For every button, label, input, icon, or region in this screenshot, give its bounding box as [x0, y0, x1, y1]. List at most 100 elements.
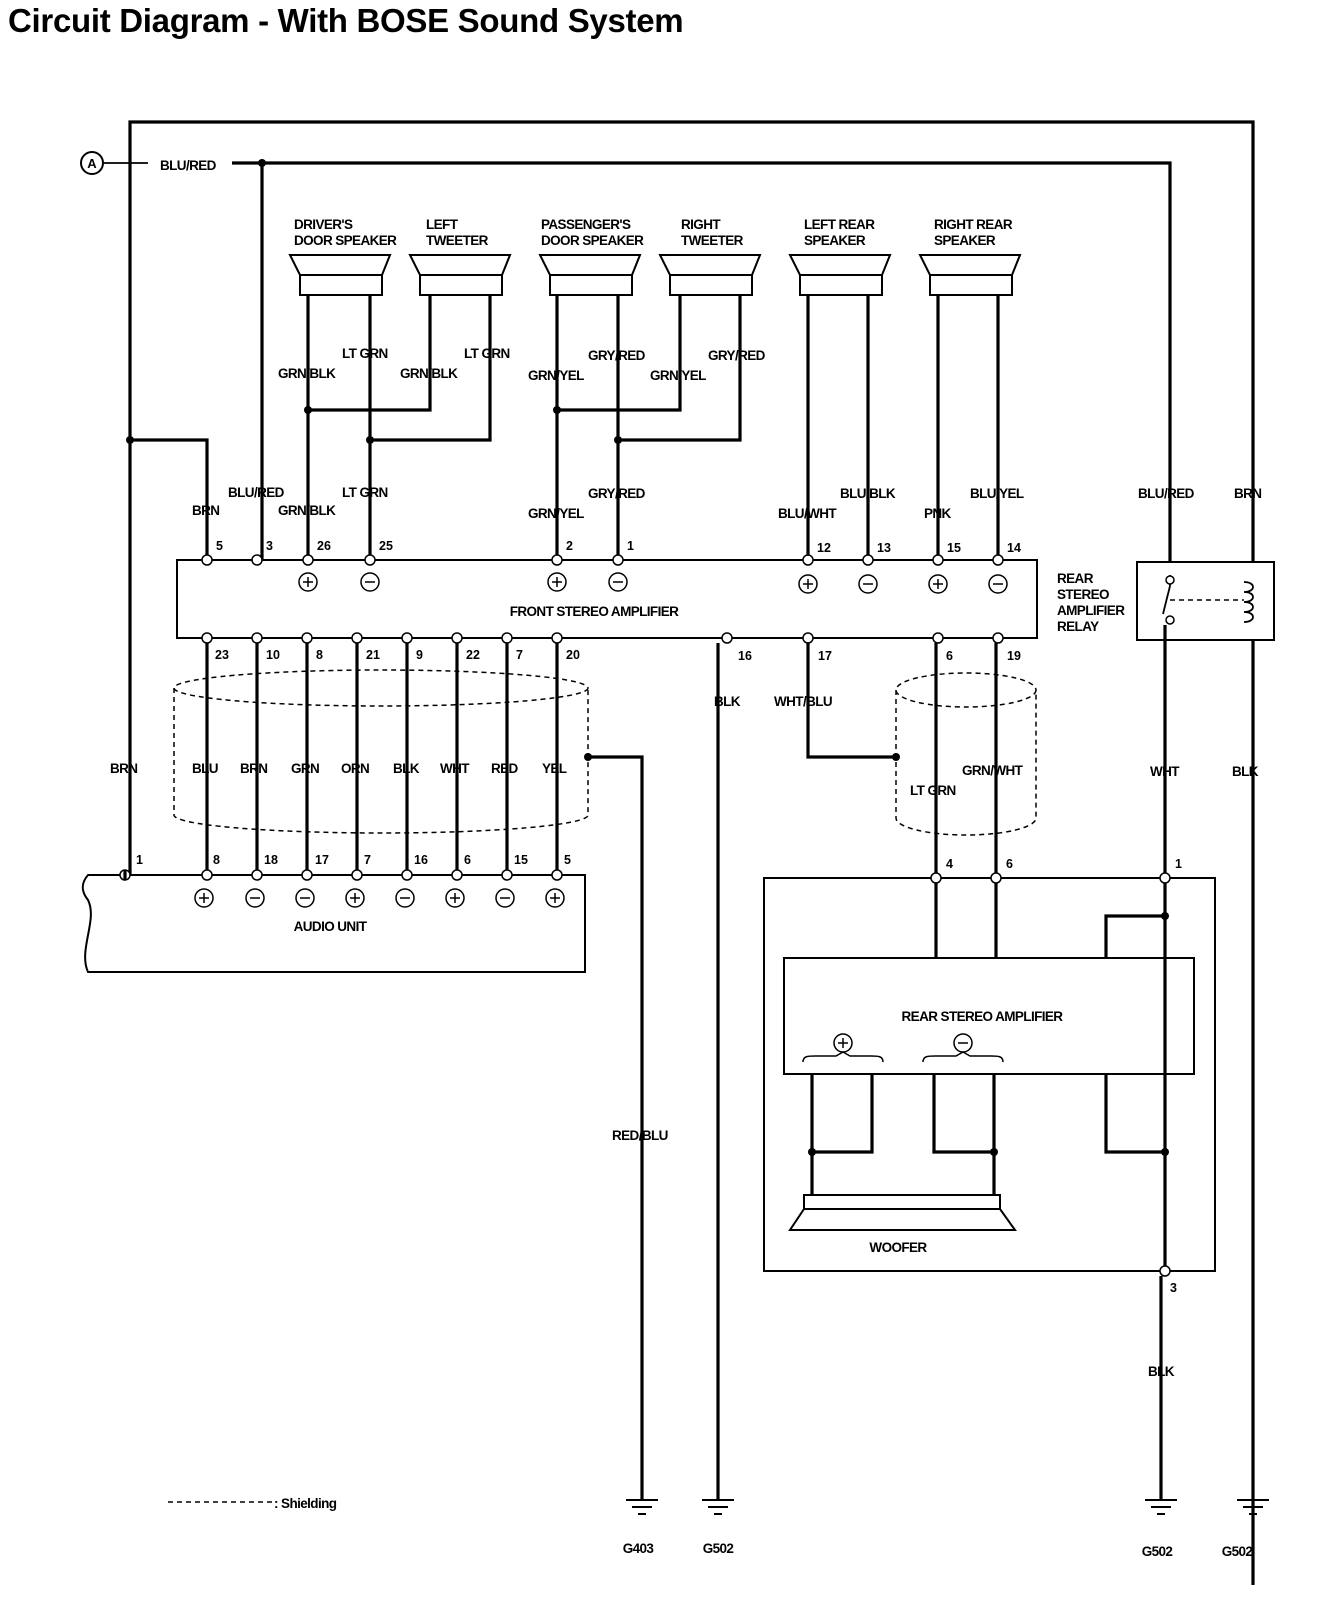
audio-unit-polarity-symbols [194, 888, 565, 908]
pin-fa-13: 13 [877, 541, 891, 555]
wire-blu-red-bus [104, 159, 1172, 575]
pin-au-5: 5 [564, 853, 571, 867]
shielding-audio-bundle [173, 669, 644, 1500]
ground-label-g502-c: G502 [1222, 1544, 1253, 1559]
label-right-rear-2: SPEAKER [934, 233, 996, 248]
pin-fa-17: 17 [818, 649, 832, 663]
front-stereo-amplifier [176, 559, 1038, 639]
pin-fa-20: 20 [566, 648, 580, 662]
woofer [788, 1194, 1017, 1231]
label-right-rear-1: RIGHT REAR [934, 217, 1013, 232]
pin-ra-3: 3 [1170, 1281, 1177, 1295]
wire-label-amp-blu-red: BLU/RED [228, 485, 285, 500]
pin-fa-23: 23 [215, 648, 229, 662]
pin-au-1: 1 [136, 853, 143, 867]
pin-fa-2: 2 [566, 539, 573, 553]
label-right-tweeter-1: RIGHT [681, 217, 721, 232]
pin-fa-1: 1 [627, 539, 634, 553]
wire-label-grn-yel-1: GRN/YEL [528, 368, 584, 383]
woofer-label: WOOFER [869, 1240, 927, 1255]
wire-label-grn-yel-2: GRN/YEL [650, 368, 706, 383]
relay-label-1: REAR [1057, 571, 1094, 586]
pin-ra-1: 1 [1175, 857, 1182, 871]
pin-fa-12: 12 [817, 541, 831, 555]
wire-rear-input [934, 643, 998, 875]
wire-label-left-brn: BRN [110, 761, 137, 776]
wire-label-red-blu: RED/BLU [612, 1128, 668, 1143]
wire-label-au-grn: GRN [291, 761, 319, 776]
speaker-right-rear [918, 254, 1022, 296]
pin-au-17: 17 [315, 853, 329, 867]
speaker-left-tweeter [408, 254, 512, 296]
wire-label-grn-blk-2: GRN/BLK [400, 366, 458, 381]
wire-label-grn-blk-1: GRN/BLK [278, 366, 336, 381]
front-amp-bottom-terminals [201, 632, 1004, 644]
wire-label-amp-grn-yel: GRN/YEL [528, 506, 584, 521]
shielding-rear-input [895, 672, 1037, 836]
pin-fa-15: 15 [947, 541, 961, 555]
label-left-rear-1: LEFT REAR [804, 217, 875, 232]
rear-amp-label: REAR STEREO AMPLIFIER [902, 1009, 1064, 1024]
front-amp-top-terminals [201, 554, 1004, 566]
wire-label-relay-blu-red: BLU/RED [1138, 486, 1195, 501]
pin-fa-25: 25 [379, 539, 393, 553]
wire-label-amp-pnk: PNK [924, 506, 952, 521]
audio-unit-terminals [119, 869, 563, 881]
wire-label-relay-blk: BLK [1232, 764, 1259, 779]
legend-shielding-label: : Shielding [274, 1496, 337, 1511]
label-drivers-door-1: DRIVER'S [294, 217, 353, 232]
ground-symbols [626, 1499, 1269, 1515]
wire-label-blu-red-top: BLU/RED [160, 158, 217, 173]
label-right-tweeter-2: TWEETER [681, 233, 744, 248]
wire-label-amp-blu-yel: BLU/YEL [970, 486, 1024, 501]
pin-fa-14: 14 [1007, 541, 1021, 555]
speaker-drivers-door [288, 254, 392, 296]
label-left-tweeter-1: LEFT [426, 217, 459, 232]
speaker-left-rear [788, 254, 892, 296]
wire-rear-speakers [806, 295, 1000, 575]
pin-fa-8: 8 [316, 648, 323, 662]
pin-ra-6: 6 [1006, 857, 1013, 871]
wire-driver-tweeter [304, 295, 492, 575]
wire-passenger-tweeter [553, 295, 742, 575]
pin-fa-19: 19 [1007, 649, 1021, 663]
wire-label-lt-grn-2: LT GRN [464, 346, 510, 361]
wire-label-relay-brn: BRN [1234, 486, 1261, 501]
pin-au-8: 8 [213, 853, 220, 867]
wire-bundle-audio [205, 643, 559, 872]
wire-label-blk-rear: BLK [1148, 1364, 1175, 1379]
wire-label-amp-grn-blk: GRN/BLK [278, 503, 336, 518]
speaker-right-tweeter [658, 254, 762, 296]
wire-label-amp-blu-wht: BLU/WHT [778, 506, 837, 521]
pin-fa-6: 6 [946, 649, 953, 663]
pin-ra-4: 4 [946, 857, 953, 871]
ground-label-g403: G403 [623, 1541, 655, 1556]
relay-label-4: RELAY [1057, 619, 1099, 634]
pin-fa-7: 7 [516, 648, 523, 662]
wire-label-grn-wht: GRN/WHT [962, 763, 1024, 778]
wire-label-wht-blu: WHT/BLU [774, 694, 832, 709]
pin-fa-3: 3 [266, 539, 273, 553]
audio-unit-label: AUDIO UNIT [294, 919, 368, 934]
label-passengers-door-1: PASSENGER'S [541, 217, 631, 232]
wire-label-gry-red-2: GRY/RED [708, 348, 766, 363]
wire-label-au-wht: WHT [440, 761, 470, 776]
wire-label-lt-grn-rear: LT GRN [910, 783, 956, 798]
wire-label-au-red: RED [491, 761, 519, 776]
connector-a-label: A [87, 156, 97, 171]
wire-label-au-blk: BLK [393, 761, 420, 776]
label-left-tweeter-2: TWEETER [426, 233, 489, 248]
pin-au-18: 18 [264, 853, 278, 867]
wire-label-au-yel: YEL [542, 761, 567, 776]
pin-au-16: 16 [414, 853, 428, 867]
label-left-rear-2: SPEAKER [804, 233, 866, 248]
pin-au-7: 7 [364, 853, 371, 867]
relay-label-3: AMPLIFIER [1057, 603, 1125, 618]
wire-label-gry-red-1: GRY/RED [588, 348, 646, 363]
wire-outer-loop [128, 120, 1255, 1585]
wire-label-amp-blu-blk: BLU/BLK [840, 486, 896, 501]
rear-amp-relay [1136, 561, 1275, 641]
pin-fa-5: 5 [216, 539, 223, 553]
page-title: Circuit Diagram - With BOSE Sound System [8, 2, 684, 39]
wire-label-blk-16: BLK [714, 694, 741, 709]
